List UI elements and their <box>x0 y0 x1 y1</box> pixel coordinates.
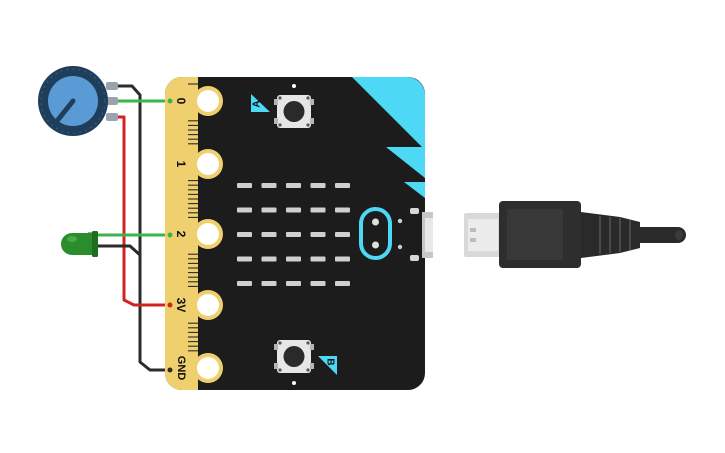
led-pixel <box>310 207 326 213</box>
button-a-label: A <box>252 100 263 107</box>
potentiometer-icon[interactable] <box>38 66 118 136</box>
button-b-flag <box>318 356 337 375</box>
led-pixel <box>335 256 350 262</box>
led-pixel <box>237 281 252 286</box>
led-pixel <box>237 256 252 262</box>
pin-label-1: 1 <box>174 161 188 168</box>
led-matrix <box>237 183 350 286</box>
led-pixel <box>261 232 277 237</box>
pin-label-3v: 3V <box>174 298 188 313</box>
microbit-board: 0 1 2 3V GND A <box>165 77 433 390</box>
led-pixel <box>310 281 326 286</box>
led-pixel <box>237 207 252 213</box>
led-pixel <box>261 207 277 213</box>
wire-led-gnd[interactable] <box>94 244 142 257</box>
button-a[interactable]: A <box>251 84 314 128</box>
edge-connector <box>165 77 198 390</box>
button-b[interactable]: B <box>274 340 337 385</box>
led-pixel <box>335 207 350 213</box>
led-pixel <box>335 232 350 237</box>
led-pixel <box>286 207 301 213</box>
led-pixel <box>261 183 277 188</box>
wire-terminals <box>167 98 173 373</box>
button-a-flag <box>251 94 270 112</box>
led-pixel <box>286 281 301 286</box>
pin-label-0: 0 <box>174 98 188 105</box>
usb-cable-icon[interactable] <box>464 201 686 268</box>
led-pixel <box>286 183 301 188</box>
led-pixel <box>310 256 326 262</box>
board-logo-accent <box>352 77 425 198</box>
led-pixel <box>237 232 252 237</box>
led-pixel <box>310 183 326 188</box>
led-pixel <box>335 183 350 188</box>
led-pixel <box>261 256 277 262</box>
led-pixel <box>310 232 326 237</box>
button-b-label: B <box>325 358 336 365</box>
pin-label-2: 2 <box>174 231 188 238</box>
pin-pads <box>193 86 223 383</box>
led-pixel <box>261 281 277 286</box>
usb-socket <box>397 208 433 261</box>
led-pixel <box>286 256 301 262</box>
led-pixel <box>237 183 252 188</box>
led-pixel <box>286 232 301 237</box>
wire-pot-3v[interactable] <box>111 115 192 307</box>
pin-label-gnd: GND <box>175 356 187 381</box>
board-logo-icon <box>359 207 392 260</box>
led-pixel <box>335 281 350 286</box>
wire-pot-gnd[interactable] <box>111 84 192 372</box>
led-icon <box>61 231 98 257</box>
